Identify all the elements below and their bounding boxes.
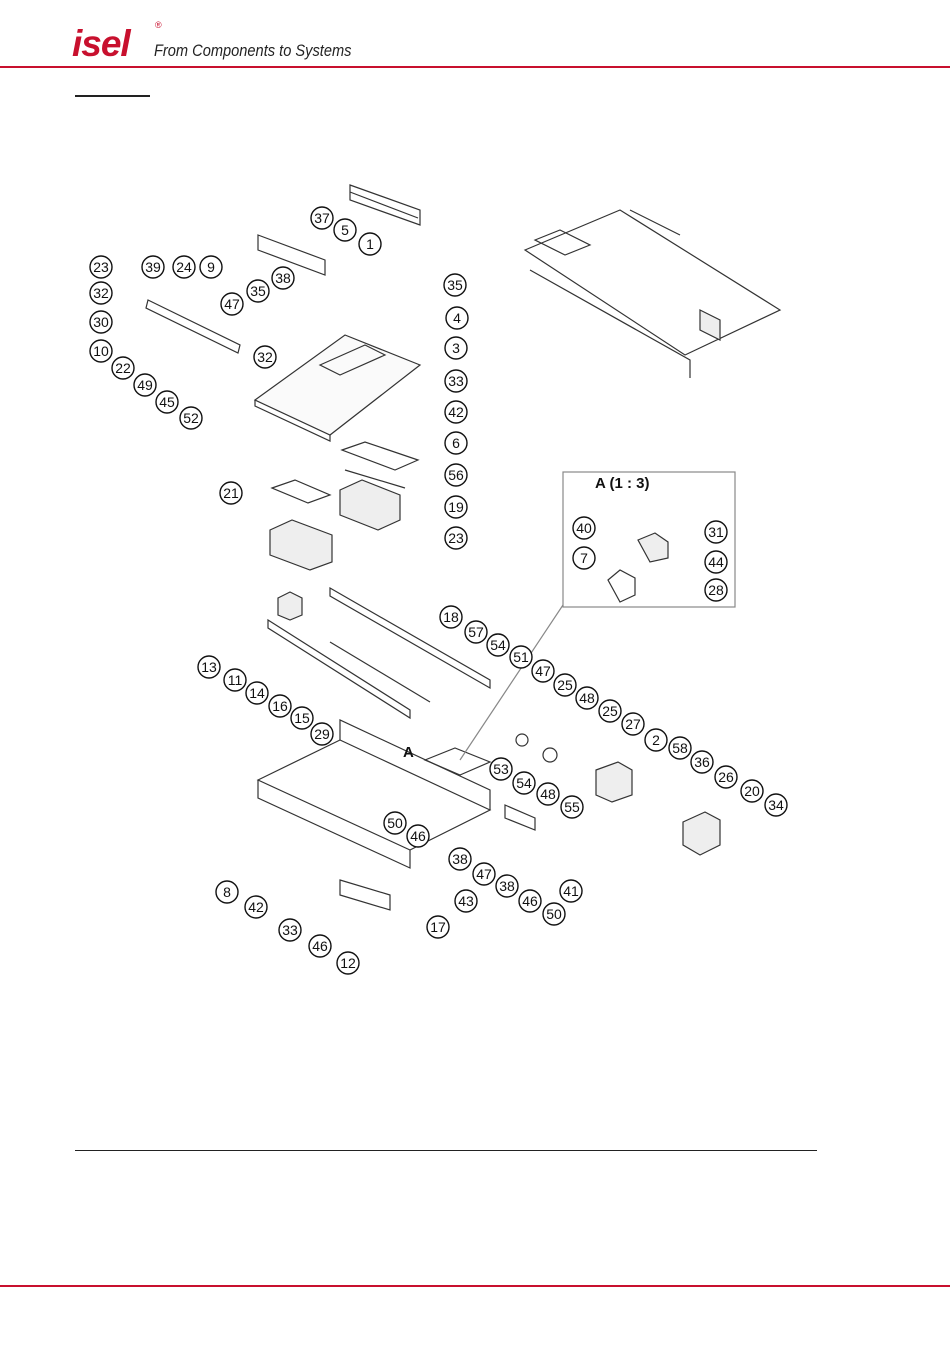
callout-number: 42 xyxy=(448,404,464,420)
callout-number: 54 xyxy=(516,775,532,791)
callout-number: 31 xyxy=(708,524,724,540)
page-footer-divider xyxy=(0,1285,950,1287)
callout-number: 11 xyxy=(228,672,243,688)
callout-number: 8 xyxy=(223,884,231,900)
callout-number: 37 xyxy=(314,210,330,226)
callout-number: 48 xyxy=(579,690,595,706)
callout-number: 46 xyxy=(410,828,426,844)
callout-number: 36 xyxy=(694,754,710,770)
callout-number: 32 xyxy=(93,285,109,301)
header-divider xyxy=(0,66,950,68)
callout-number: 23 xyxy=(93,259,109,275)
callout-number: 26 xyxy=(718,769,734,785)
callout-number: 33 xyxy=(282,922,298,938)
callout-number: 42 xyxy=(248,899,264,915)
callout-number: 38 xyxy=(275,270,291,286)
parts-drawing xyxy=(146,185,780,910)
detail-view-label: A (1 : 3) xyxy=(595,475,649,492)
callout-number: 34 xyxy=(768,797,784,813)
callout-number: 35 xyxy=(250,283,266,299)
callout-number: 43 xyxy=(458,893,474,909)
callout-number: 47 xyxy=(224,296,240,312)
callout-number: 54 xyxy=(490,637,506,653)
callout-number: 25 xyxy=(602,703,618,719)
callout-number: 39 xyxy=(145,259,161,275)
callout-number: 14 xyxy=(249,685,265,701)
callout-number: 20 xyxy=(744,783,760,799)
callout-number: 35 xyxy=(447,277,463,293)
callout-number: 46 xyxy=(312,938,328,954)
callout-number: 38 xyxy=(452,851,468,867)
callout-number: 47 xyxy=(476,866,492,882)
callout-number: 27 xyxy=(625,716,641,732)
callout-number: 7 xyxy=(580,550,588,566)
callout-number: 28 xyxy=(708,582,724,598)
callout-number: 29 xyxy=(314,726,330,742)
callout-number: 24 xyxy=(176,259,192,275)
view-marker-a: A xyxy=(403,744,414,761)
callout-number: 23 xyxy=(448,530,464,546)
page-header: isel ® From Components to Systems xyxy=(0,0,950,70)
callout-number: 41 xyxy=(563,883,579,899)
callout-number: 19 xyxy=(448,499,464,515)
callout-number: 3 xyxy=(452,340,460,356)
callout-number: 56 xyxy=(448,467,464,483)
registered-mark: ® xyxy=(155,20,162,30)
brand-wordmark: isel xyxy=(72,23,130,64)
callout-number: 57 xyxy=(468,624,484,640)
exploded-assembly-diagram: 3751233924932383547354301022494552323334… xyxy=(0,150,950,990)
callout-number: 49 xyxy=(137,377,153,393)
callout-number: 40 xyxy=(576,520,592,536)
callout-number: 50 xyxy=(546,906,562,922)
callout-number: 9 xyxy=(207,259,215,275)
callout-number: 50 xyxy=(387,815,403,831)
brand-tagline: From Components to Systems xyxy=(154,41,351,61)
callout-number: 45 xyxy=(159,394,175,410)
callout-number: 48 xyxy=(540,786,556,802)
callout-number: 38 xyxy=(499,878,515,894)
callout-number: 53 xyxy=(493,761,509,777)
callout-number: 6 xyxy=(452,435,460,451)
isel-logo: isel xyxy=(72,24,130,64)
callout-number: 4 xyxy=(453,310,461,326)
callout-number: 32 xyxy=(257,349,273,365)
callout-number: 22 xyxy=(115,360,131,376)
callout-number: 12 xyxy=(340,955,356,971)
callout-number: 51 xyxy=(513,649,529,665)
footer-rule xyxy=(75,1150,817,1151)
callout-number: 52 xyxy=(183,410,199,426)
callout-number: 25 xyxy=(557,677,573,693)
callout-number: 17 xyxy=(430,919,446,935)
callout-number: 21 xyxy=(223,485,239,501)
callout-number: 58 xyxy=(672,740,688,756)
heading-underline xyxy=(75,95,150,97)
callout-number: 10 xyxy=(93,343,109,359)
callout-number: 13 xyxy=(201,659,217,675)
callout-number: 18 xyxy=(443,609,459,625)
callout-number: 47 xyxy=(535,663,551,679)
callout-number: 1 xyxy=(366,236,374,252)
callout-number: 30 xyxy=(93,314,109,330)
callout-number: 44 xyxy=(708,554,724,570)
callout-number: 16 xyxy=(272,698,288,714)
callout-number: 2 xyxy=(652,732,660,748)
callout-number: 15 xyxy=(294,710,310,726)
callout-number: 46 xyxy=(522,893,538,909)
callout-number: 33 xyxy=(448,373,464,389)
callout-number: 5 xyxy=(341,222,349,238)
callout-number: 55 xyxy=(564,799,580,815)
